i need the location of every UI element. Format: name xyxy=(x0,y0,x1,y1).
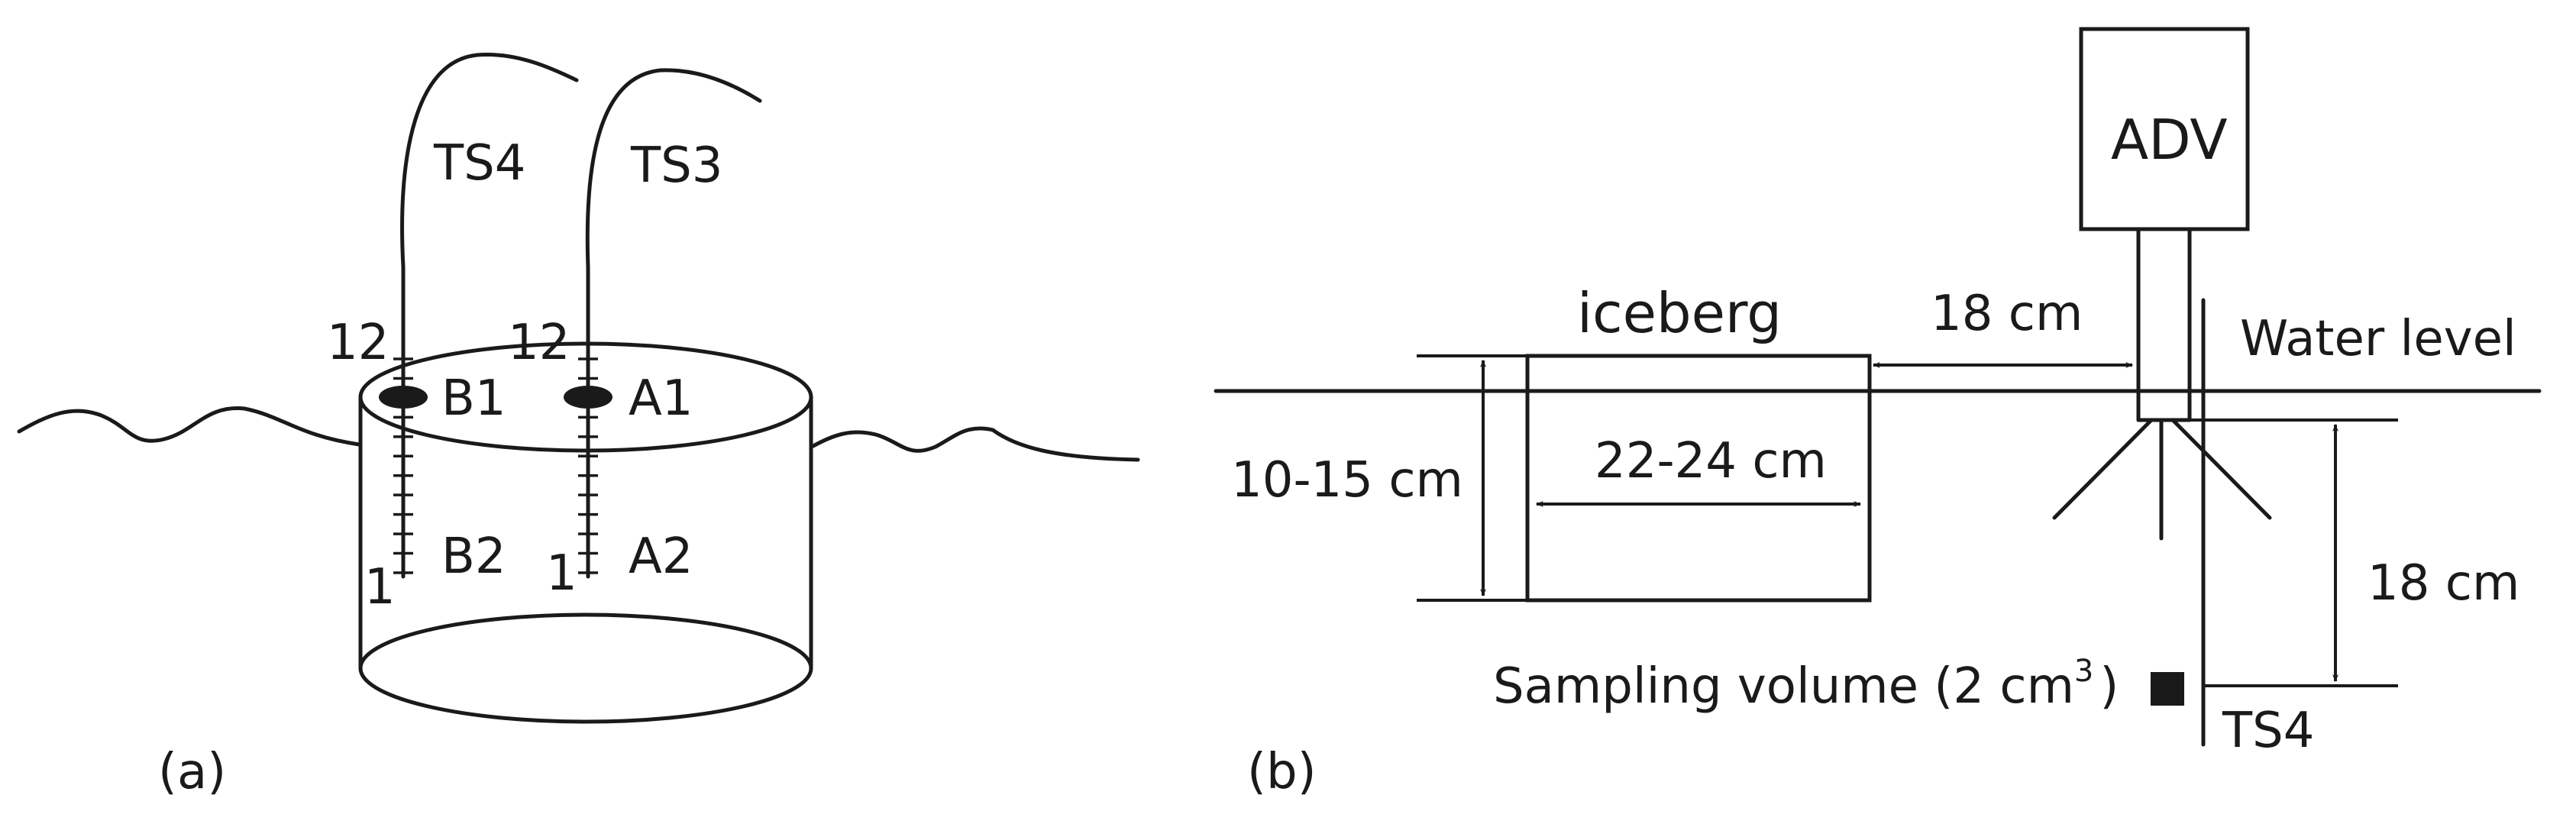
adv-label: ADV xyxy=(2111,108,2228,172)
adv-box xyxy=(2079,27,2250,231)
cylinder-bottom xyxy=(358,612,813,724)
depth-label: 18 cm xyxy=(2368,555,2519,612)
scale-top-b: 12 xyxy=(327,315,389,371)
sensor-b1-marker xyxy=(379,386,428,409)
ts4-rod-label: TS4 xyxy=(2222,703,2314,759)
water-wave-left xyxy=(17,406,361,447)
ts3-label: TS3 xyxy=(630,137,722,194)
panel-b: iceberg 22-24 cm 10-15 cm 18 cm ADV Wate… xyxy=(1214,27,2542,800)
water-wave-right xyxy=(810,426,1140,462)
b2-label: B2 xyxy=(441,528,506,585)
a2-label: A2 xyxy=(629,528,693,585)
scale-bottom-a: 1 xyxy=(546,545,577,602)
height-label: 10-15 cm xyxy=(1231,452,1463,509)
panel-b-label: (b) xyxy=(1247,744,1317,800)
ts4-cable xyxy=(400,52,579,361)
adv-probe-left xyxy=(2052,418,2154,520)
sampling-volume-marker xyxy=(2151,672,2184,706)
scale-top-a: 12 xyxy=(508,315,570,371)
ts4-label: TS4 xyxy=(433,135,525,192)
width-label: 22-24 cm xyxy=(1595,433,1827,490)
scale-bottom-b: 1 xyxy=(364,559,396,616)
adv-probe-right xyxy=(2170,418,2272,520)
panel-a-label: (a) xyxy=(158,744,226,800)
sensor-a1-marker xyxy=(564,386,612,409)
b1-label: B1 xyxy=(441,370,506,427)
iceberg-label: iceberg xyxy=(1577,281,1782,345)
distance-label: 18 cm xyxy=(1931,286,2083,342)
panel-a: TS4 TS3 12 12 B1 A1 B2 A2 1 1 (a) xyxy=(17,52,1140,800)
ice-cylinder xyxy=(358,341,813,724)
water-level-label: Water level xyxy=(2240,311,2516,367)
ts3-cable xyxy=(585,68,762,361)
sampling-volume-label: Sampling volume (2 cm3) xyxy=(1493,654,2119,715)
a1-label: A1 xyxy=(629,370,693,427)
iceberg-block xyxy=(1525,354,1872,603)
